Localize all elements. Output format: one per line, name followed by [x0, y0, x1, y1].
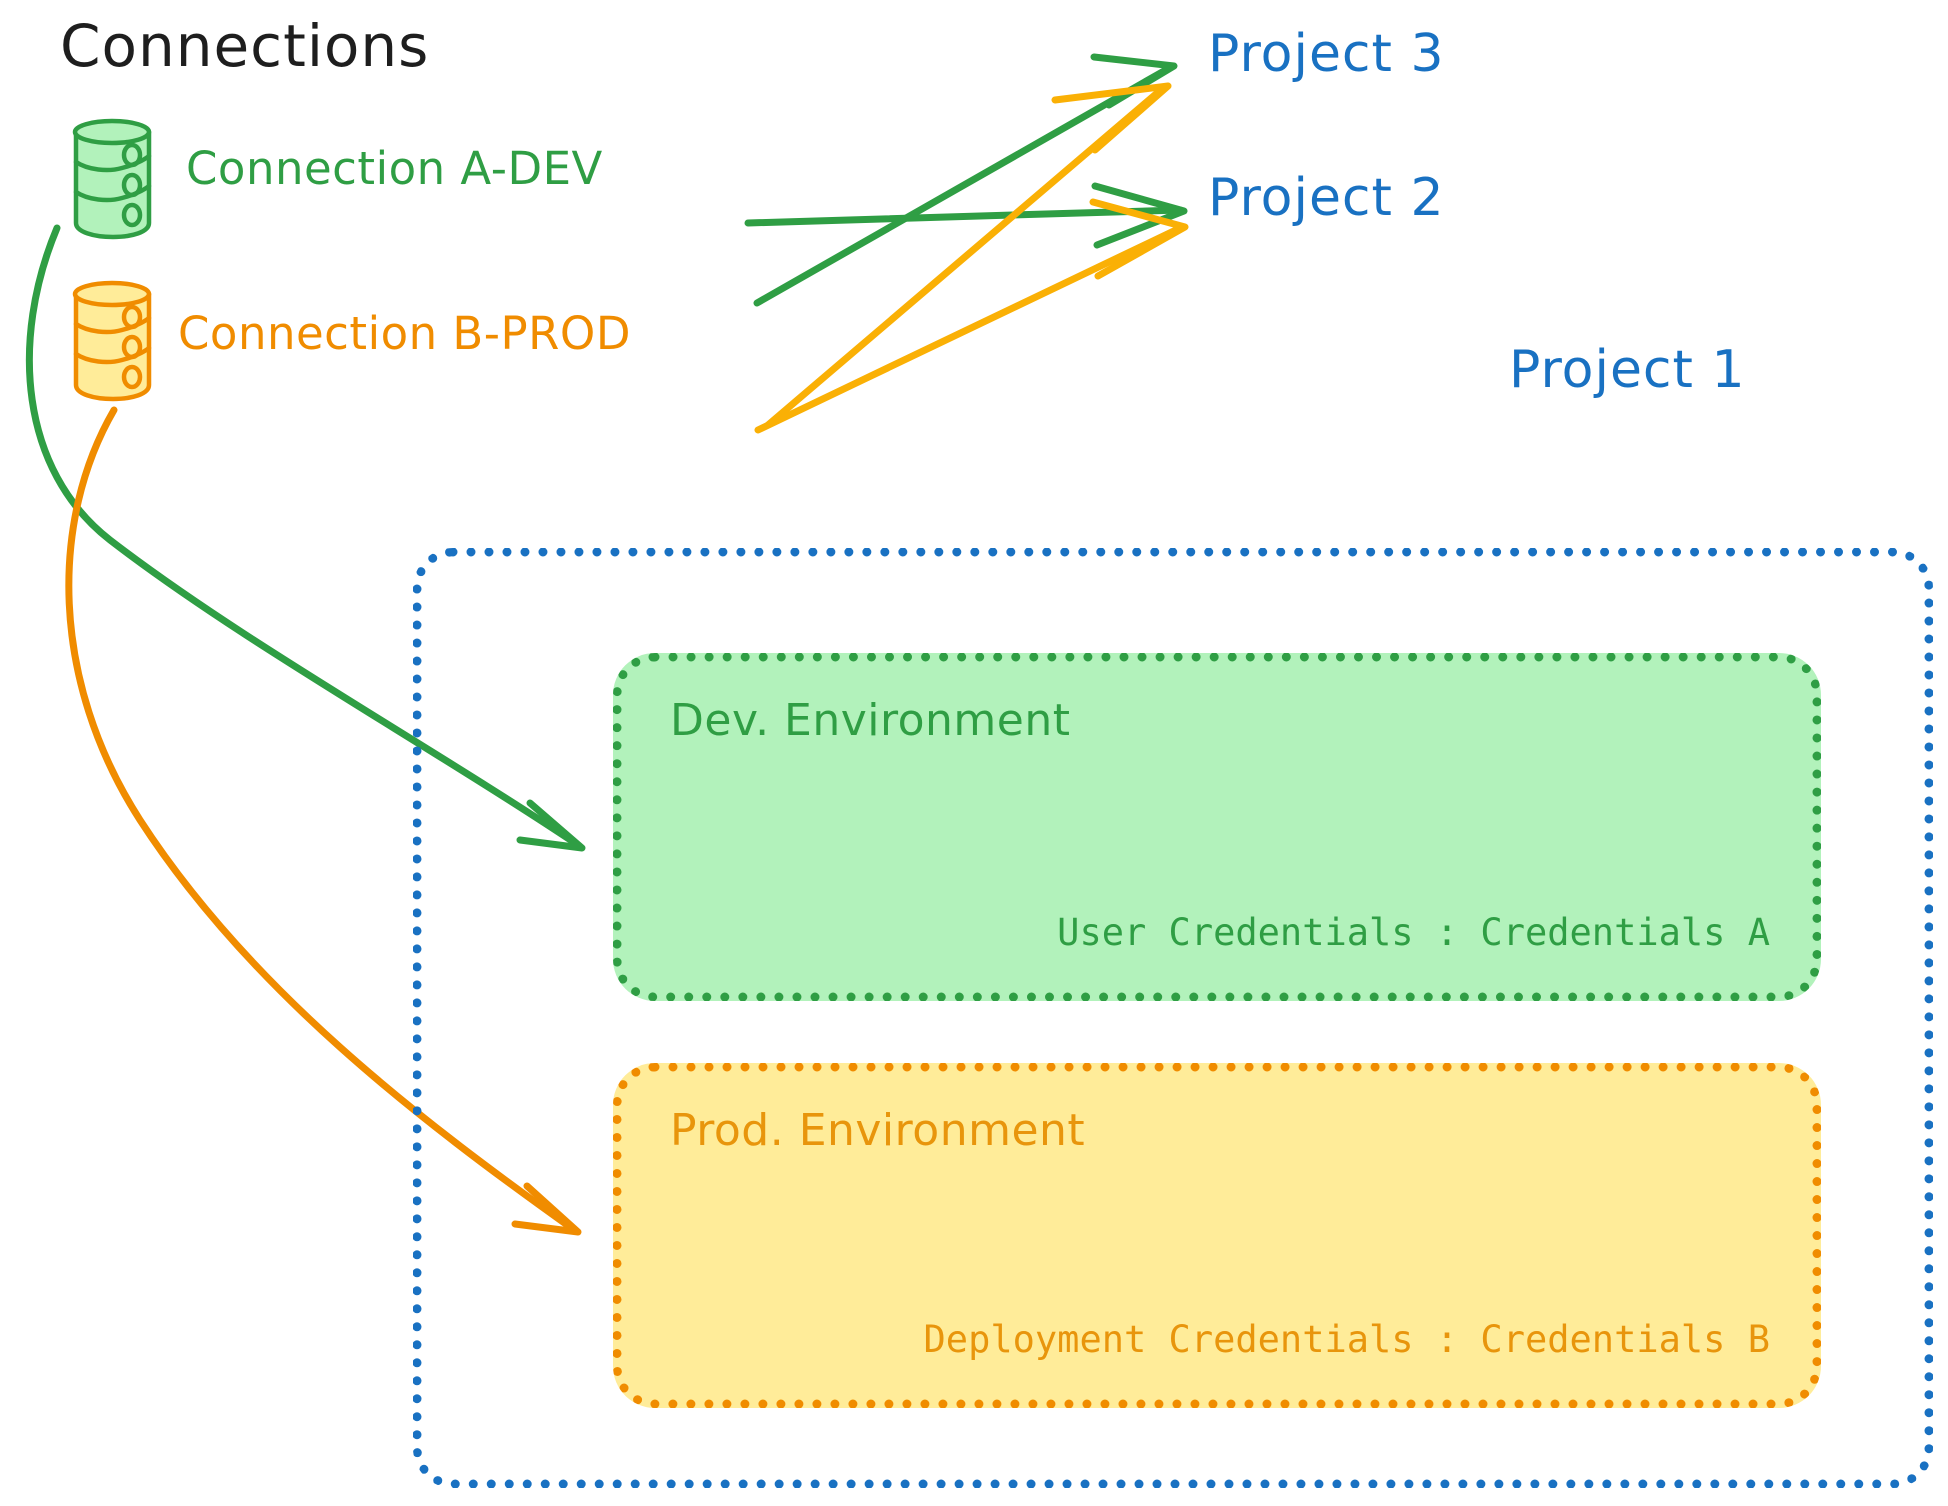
prod-environment-credentials: Deployment Credentials : Credentials B	[923, 1318, 1770, 1361]
project-1-label: Project 1	[1509, 340, 1746, 400]
dev-environment-title: Dev. Environment	[670, 695, 1071, 746]
arrow-conn-a-to-project-2	[744, 182, 1188, 249]
connection-a-dev-label: Connection A-DEV	[186, 142, 603, 195]
arrow-db-prod-to-prod-environment	[65, 406, 582, 1236]
connection-b-prod-label: Connection B-PROD	[178, 307, 632, 360]
database-icon-prod	[62, 272, 172, 411]
project-1-container	[413, 548, 1933, 1488]
dev-environment-box: Dev. Environment User Credentials : Cred…	[613, 653, 1821, 1001]
project-2-label: Project 2	[1208, 168, 1445, 228]
page-title: Connections	[60, 12, 430, 80]
dev-environment-credentials: User Credentials : Credentials A	[1057, 911, 1770, 954]
arrow-conn-b-to-project-3	[764, 82, 1172, 429]
arrow-db-dev-to-dev-environment	[25, 224, 586, 852]
prod-environment-box: Prod. Environment Deployment Credentials…	[613, 1063, 1821, 1408]
arrow-conn-b-to-project-2	[754, 198, 1189, 434]
database-icon-dev	[62, 110, 172, 249]
project-3-label: Project 3	[1208, 24, 1445, 84]
prod-environment-title: Prod. Environment	[670, 1105, 1086, 1156]
